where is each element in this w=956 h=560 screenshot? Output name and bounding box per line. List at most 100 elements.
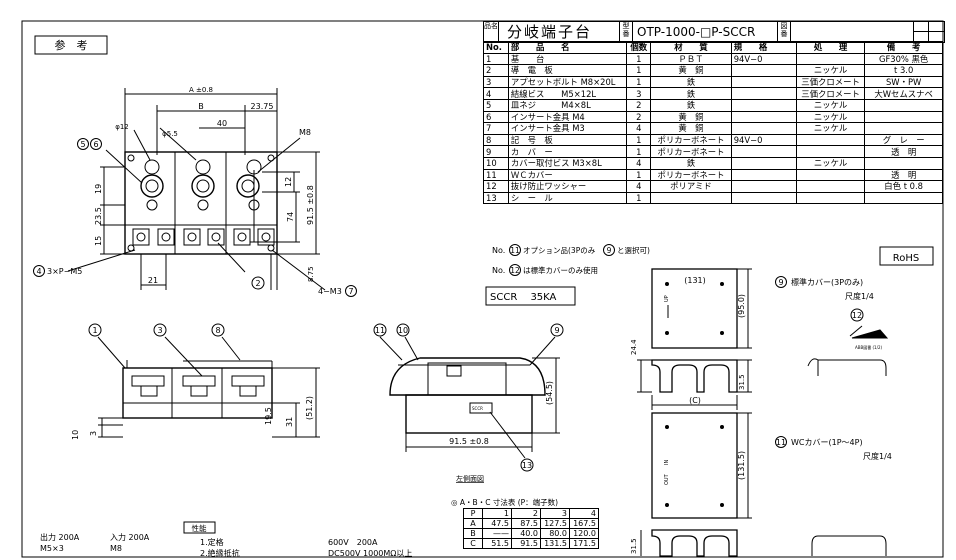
- dim-cell: 80.0: [540, 528, 570, 539]
- parts-cell: [730, 168, 797, 182]
- parts-cell: 1: [626, 75, 652, 89]
- parts-cell: 94V−0: [730, 133, 797, 147]
- parts-cell: 抜け防止ワッシャー: [507, 180, 628, 193]
- dim-cell: B: [463, 528, 483, 539]
- parts-cell: 黄 銅: [650, 122, 732, 135]
- callout-11-side-label: 11: [375, 326, 385, 335]
- parts-cell: 2: [626, 110, 652, 124]
- cover-views: [637, 268, 889, 557]
- parts-cell: [650, 191, 732, 205]
- parts-header-row: No.部 品 名個数材 質規 格処 理備 考: [483, 41, 943, 54]
- dim-31: 31: [285, 417, 294, 427]
- parts-cell: 黄 銅: [650, 64, 732, 77]
- output-screw: M5×3: [40, 544, 64, 553]
- dim-21: 21: [148, 276, 158, 285]
- callout-9-side-label: 9: [554, 326, 559, 335]
- dim-cell: 91.5: [511, 538, 541, 549]
- parts-cell: 11: [483, 168, 509, 182]
- parts-cell: 12: [483, 180, 509, 193]
- parts-cell: 4: [626, 122, 652, 135]
- cover-up-label: UP: [664, 295, 670, 302]
- parts-cell: 9: [483, 145, 509, 158]
- parts-cell: No.: [483, 41, 509, 54]
- input-rating: 入力 200A: [110, 532, 150, 542]
- dim-cell: 51.5: [482, 538, 512, 549]
- parts-cell: [730, 98, 797, 112]
- dim-cell: 47.5: [482, 518, 512, 529]
- drawing-number-label: 図番: [778, 22, 791, 42]
- callout-11-side: [373, 323, 387, 337]
- model-number: OTP-1000-□P-SCCR: [633, 22, 778, 42]
- dim-51-2: (51.2): [305, 396, 314, 420]
- cover-out-label: OUT: [664, 473, 670, 485]
- callout-12: [850, 308, 864, 322]
- parts-cell: 個数: [626, 41, 652, 54]
- dim-cell: 1: [482, 508, 512, 519]
- scale-2-label: 尺度1/4: [863, 451, 892, 461]
- parts-cell: [864, 156, 943, 170]
- parts-cell: グ レ ー: [864, 133, 943, 147]
- dim-31-5-b: 31.5: [630, 538, 638, 554]
- parts-cell: 4: [626, 180, 652, 193]
- sccr-box: [485, 286, 576, 306]
- callout-13: [520, 458, 534, 472]
- parts-cell: ポリカーボネート: [650, 145, 732, 158]
- parts-cell: [730, 156, 797, 170]
- parts-cell: [730, 145, 797, 158]
- parts-cell: [864, 122, 943, 135]
- output-rating: 出力 200A: [40, 532, 80, 542]
- parts-cell: 4: [626, 156, 652, 170]
- product-name: 分岐端子台: [499, 22, 620, 42]
- callout-13-label: 13: [522, 461, 532, 470]
- parts-cell: 94V−0: [730, 52, 797, 66]
- rohs-box: [879, 246, 934, 266]
- dim-19: 19: [94, 184, 103, 194]
- dim-95-0: (95.0): [737, 294, 746, 318]
- option-note-num2: 9: [607, 246, 612, 255]
- parts-cell: [795, 133, 866, 147]
- parts-cell: 鉄: [650, 156, 732, 170]
- performance-item-1: 1.定格: [200, 537, 224, 547]
- note-4-m3: 4−M3: [318, 287, 342, 296]
- option-note-prefix: No.: [492, 246, 505, 255]
- parts-cell: 黄 銅: [650, 110, 732, 124]
- reference-box: [34, 35, 108, 55]
- washer-note: ABB図番 (1/2): [855, 344, 882, 350]
- dim-15: 15: [94, 236, 103, 246]
- dim-24-4: 24.4: [630, 339, 638, 355]
- parts-cell: 8: [483, 133, 509, 147]
- callout-9-cover: [775, 276, 787, 288]
- dim-cell: A: [463, 518, 483, 529]
- dim-10: 10: [71, 430, 80, 440]
- parts-cell: 規 格: [730, 41, 797, 54]
- callout-7: [345, 285, 357, 297]
- parts-cell: 1: [483, 52, 509, 66]
- parts-cell: 備 考: [864, 41, 943, 54]
- rohs-label: RoHS: [893, 253, 919, 264]
- performance-label: 性能: [192, 523, 207, 533]
- parts-cell: 結線ビス M5×12L: [507, 87, 628, 100]
- dim-3: 3: [89, 431, 98, 436]
- callout-6: [90, 138, 102, 150]
- dim-cell: 4: [569, 508, 599, 519]
- parts-cell: [864, 98, 943, 112]
- dim-cell: 40.0: [511, 528, 541, 539]
- callout-12-note: [509, 264, 521, 276]
- callout-5: [77, 138, 89, 150]
- parts-cell: 透 明: [864, 168, 943, 182]
- parts-cell: [730, 122, 797, 135]
- dim-131-5: (131.5): [737, 451, 746, 480]
- parts-cell: 三価クロメート: [795, 87, 866, 100]
- parts-cell: 鉄: [650, 75, 732, 89]
- parts-cell: 材 質: [650, 41, 732, 54]
- parts-cell: GF30% 黒色: [864, 52, 943, 66]
- parts-cell: 7: [483, 122, 509, 135]
- note-3xp-m5: 3×P−M5: [47, 267, 82, 276]
